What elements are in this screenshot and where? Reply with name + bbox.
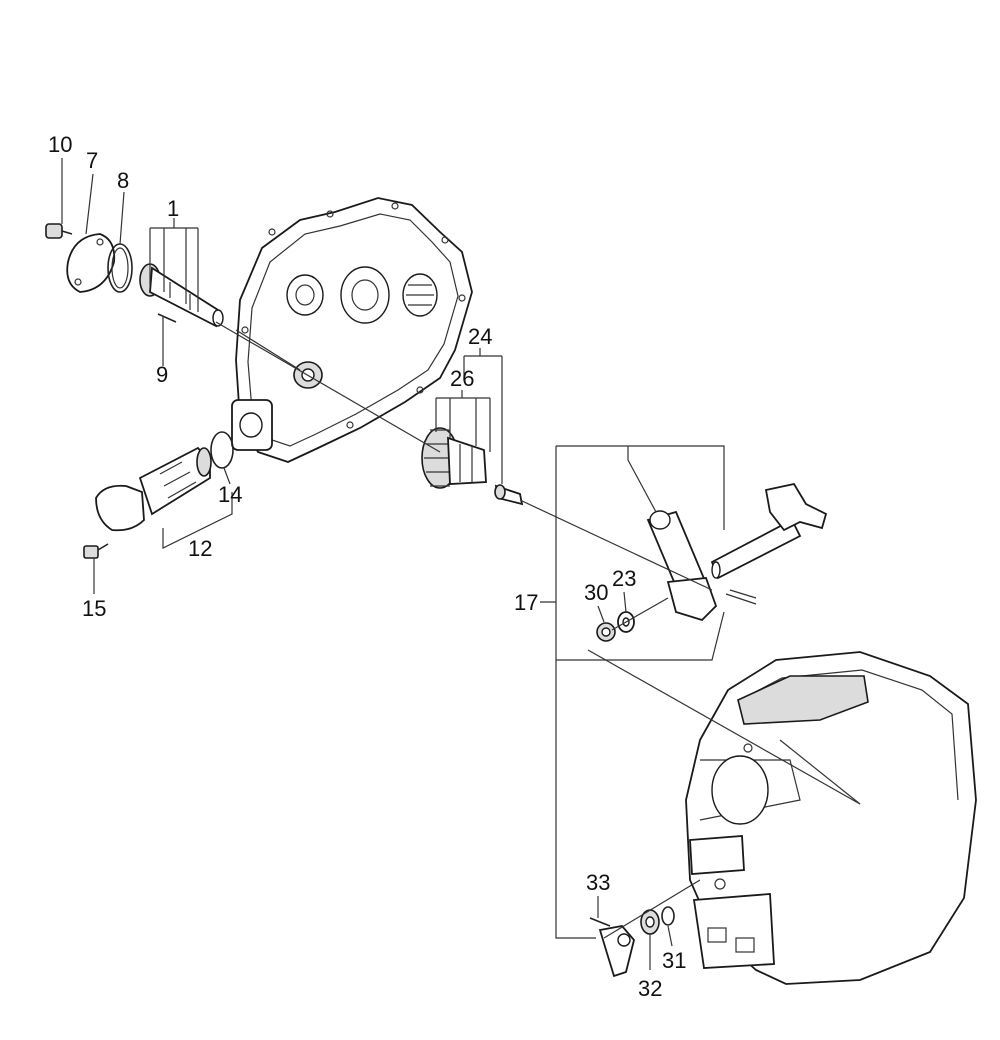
nut-30 xyxy=(596,622,616,642)
callout-32: 32 xyxy=(638,976,662,1001)
crankcase xyxy=(685,651,977,985)
callout-31: 31 xyxy=(662,948,686,973)
callout-24: 24 xyxy=(468,324,492,349)
washer-32 xyxy=(640,909,660,935)
lever-33 xyxy=(589,917,635,978)
callout-26: 26 xyxy=(450,366,474,391)
cover-plate-7 xyxy=(66,233,116,293)
governor-gear-26 xyxy=(421,427,487,489)
callout-15: 15 xyxy=(82,596,106,621)
seal-31 xyxy=(661,906,675,926)
leader-lines xyxy=(61,158,725,970)
governor-lever-assembly-17 xyxy=(646,482,828,622)
o-ring-8 xyxy=(107,243,133,293)
callout-8: 8 xyxy=(117,168,129,193)
callout-30: 30 xyxy=(584,580,608,605)
bolt-15 xyxy=(83,543,109,559)
callout-23: 23 xyxy=(612,566,636,591)
gear-case-cover xyxy=(231,197,473,463)
callout-17: 17 xyxy=(514,590,538,615)
pin-9 xyxy=(157,313,177,323)
callout-1: 1 xyxy=(167,196,179,221)
shaft-housing-12 xyxy=(95,446,212,532)
callout-12: 12 xyxy=(188,536,212,561)
callout-9: 9 xyxy=(156,362,168,387)
callout-33: 33 xyxy=(586,870,610,895)
assembly-axis-lines xyxy=(215,321,861,939)
callout-labels: 10 7 8 1 9 14 12 15 24 26 17 30 23 33 32… xyxy=(48,132,686,1001)
bolt-10 xyxy=(45,223,73,239)
callout-7: 7 xyxy=(86,148,98,173)
o-ring-14 xyxy=(210,431,234,469)
callout-10: 10 xyxy=(48,132,72,157)
callout-14: 14 xyxy=(218,482,242,507)
governor-shaft-24 xyxy=(494,484,524,506)
shaft-assembly-1 xyxy=(139,263,224,328)
